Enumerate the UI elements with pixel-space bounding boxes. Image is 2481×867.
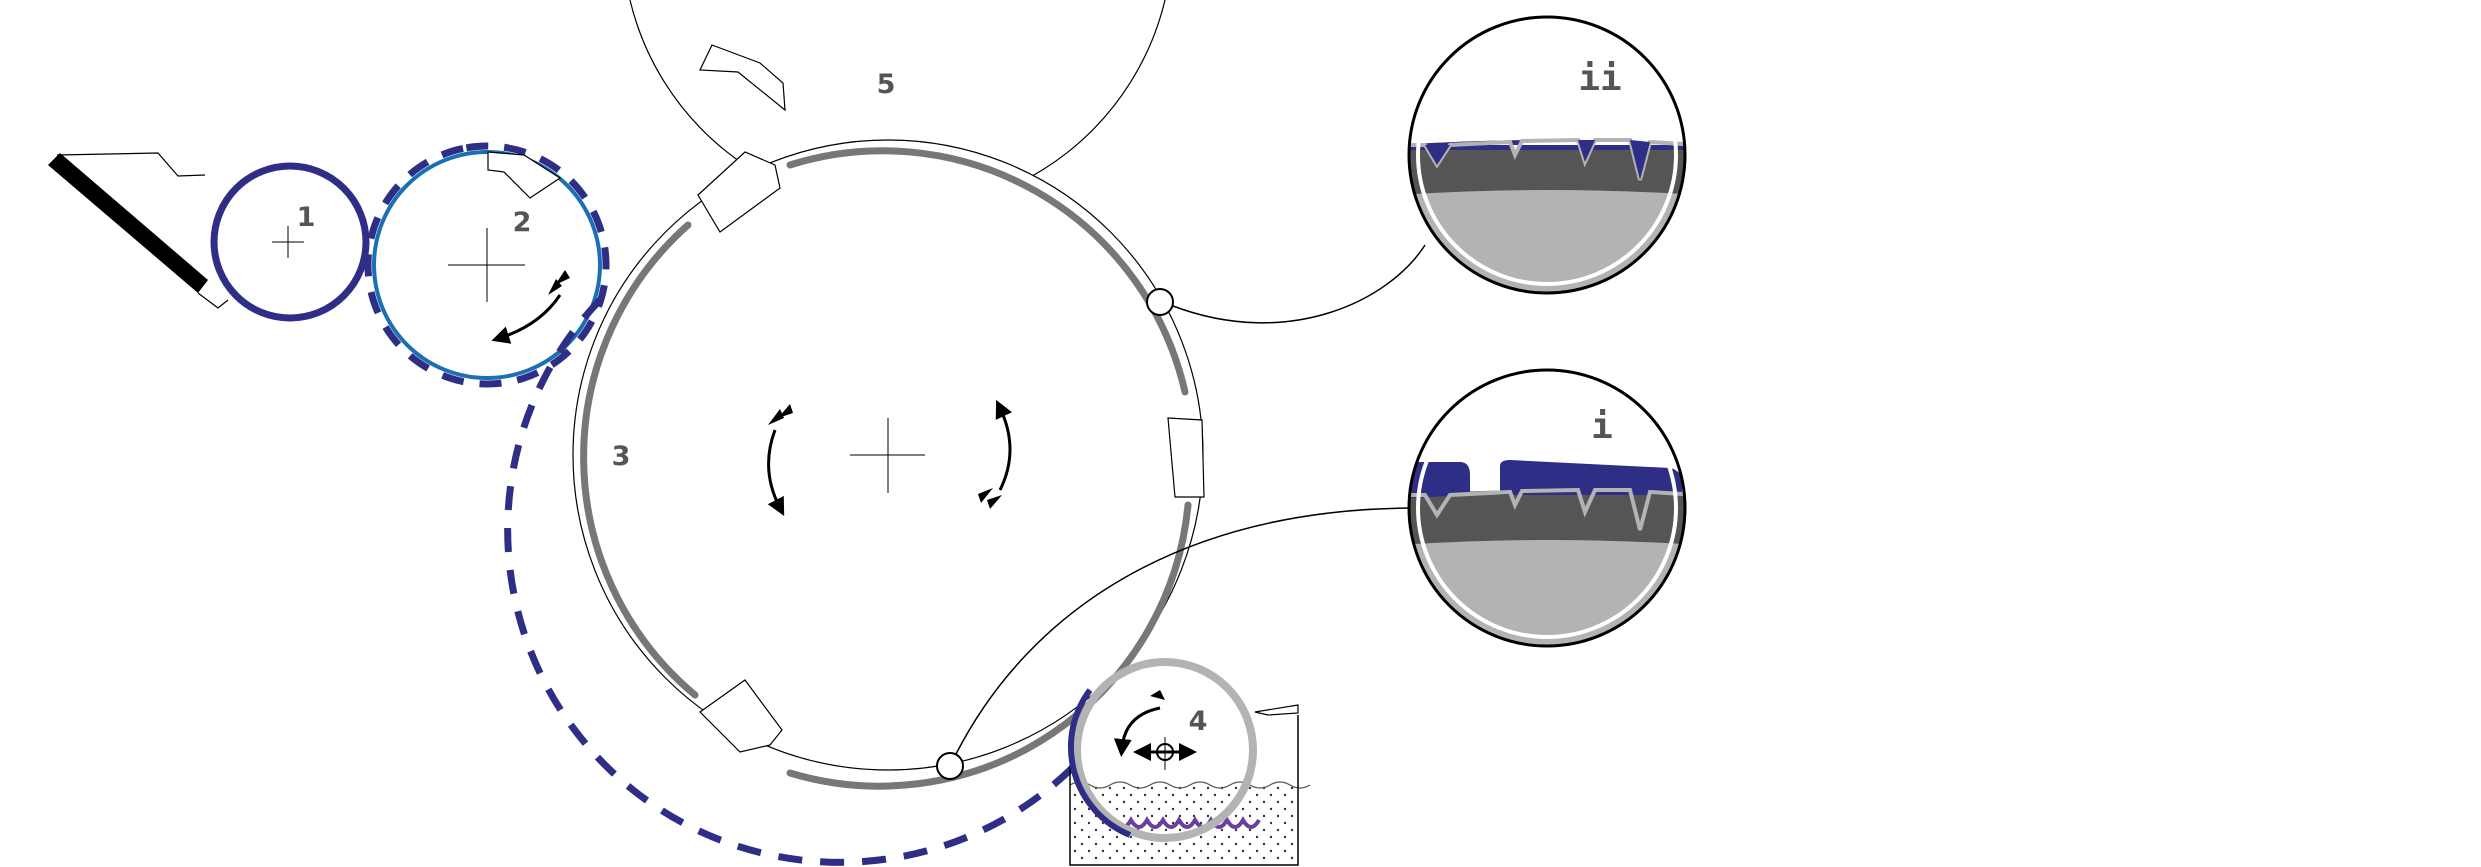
callout-i [936, 507, 1411, 780]
detail-ii-label: ii [1578, 58, 1621, 99]
crosshair-icon [1133, 737, 1197, 770]
doctor-blade [48, 152, 229, 309]
roller-5-label: 5 [877, 69, 896, 100]
rotation-arrow-icon [767, 404, 793, 516]
plate-clamp-5 [699, 44, 786, 112]
crosshair-icon [850, 418, 925, 493]
ink-film-4 [1113, 815, 1261, 829]
roller-1-label: 1 [297, 202, 316, 233]
roller-1: 1 [210, 162, 370, 322]
rotation-arrow-icon [491, 270, 570, 344]
detail-ii: ii [1407, 15, 1687, 295]
roller-2-label: 2 [513, 207, 532, 238]
detail-i: i [1407, 368, 1687, 648]
rotation-arrow-icon [1113, 690, 1165, 757]
plate-clamp-3c [699, 679, 783, 753]
printing-plate [580, 147, 1192, 790]
ink-film-2 [364, 142, 610, 388]
plate-clamp-2 [487, 151, 562, 199]
roller-4-label: 4 [1189, 706, 1208, 737]
callout-ii [1146, 244, 1426, 324]
plate-clamp-3a [697, 151, 781, 233]
roller-4: 4 [1067, 658, 1261, 842]
roller-3-label: 3 [612, 441, 631, 472]
crosshair-icon [448, 228, 525, 302]
ink-film-3 [504, 297, 1083, 866]
roller-3: 3 [504, 139, 1205, 866]
crosshair-icon [272, 226, 304, 258]
doctor-blade-icon [1254, 704, 1299, 716]
roller-2: 2 [364, 142, 610, 388]
detail-i-label: i [1591, 406, 1613, 447]
plate-clamp-3b [1167, 417, 1205, 498]
rotation-arrow-icon [978, 399, 1012, 509]
